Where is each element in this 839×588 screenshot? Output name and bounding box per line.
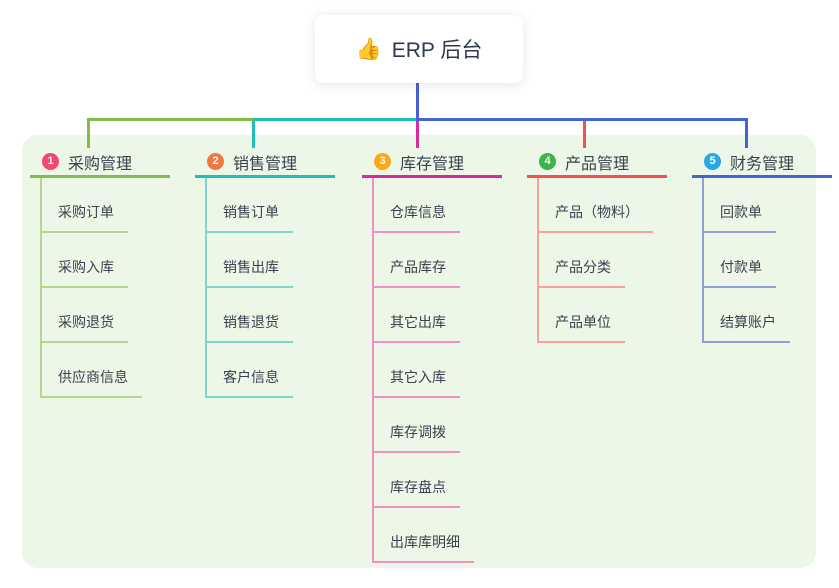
connector-drop-sales xyxy=(252,118,255,148)
branch-title-product[interactable]: 4 产品管理 xyxy=(527,148,667,178)
child-node[interactable]: 供应商信息 xyxy=(40,343,142,398)
branch-children: 仓库信息 产品库存 其它出库 其它入库 库存调拨 库存盘点 出库库明细 xyxy=(362,178,502,563)
child-node[interactable]: 产品库存 xyxy=(372,233,460,288)
child-node[interactable]: 回款单 xyxy=(702,178,776,233)
mindmap-background-panel xyxy=(22,135,816,568)
connector-drop-inventory xyxy=(416,118,419,148)
branch-finance: 5 财务管理 回款单 付款单 结算账户 xyxy=(692,148,832,343)
child-node[interactable]: 销售退货 xyxy=(205,288,293,343)
branch-vline xyxy=(205,178,207,398)
child-node[interactable]: 出库库明细 xyxy=(372,508,474,563)
thumbs-up-icon: 👍 xyxy=(355,37,382,61)
child-node[interactable]: 库存调拨 xyxy=(372,398,460,453)
branch-title-purchase[interactable]: 1 采购管理 xyxy=(30,148,170,178)
root-node-erp[interactable]: 👍 ERP 后台 xyxy=(315,15,523,83)
badge-3: 3 xyxy=(374,153,391,170)
branch-title-label: 财务管理 xyxy=(730,155,795,173)
badge-1: 1 xyxy=(42,153,59,170)
child-node[interactable]: 其它出库 xyxy=(372,288,460,343)
connector-drop-product xyxy=(583,118,586,148)
branch-title-finance[interactable]: 5 财务管理 xyxy=(692,148,832,178)
child-node[interactable]: 销售出库 xyxy=(205,233,293,288)
branch-children: 回款单 付款单 结算账户 xyxy=(692,178,832,343)
badge-2: 2 xyxy=(207,153,224,170)
child-node[interactable]: 结算账户 xyxy=(702,288,790,343)
child-node[interactable]: 仓库信息 xyxy=(372,178,460,233)
connector-bus-green xyxy=(87,118,253,121)
branch-children: 采购订单 采购入库 采购退货 供应商信息 xyxy=(30,178,170,398)
branch-vline xyxy=(40,178,42,398)
branch-children: 销售订单 销售出库 销售退货 客户信息 xyxy=(195,178,335,398)
connector-drop-finance xyxy=(745,118,748,148)
child-node[interactable]: 销售订单 xyxy=(205,178,293,233)
connector-drop-purchase xyxy=(87,118,90,148)
child-node[interactable]: 采购订单 xyxy=(40,178,128,233)
branch-title-label: 库存管理 xyxy=(400,155,465,173)
badge-4: 4 xyxy=(539,153,556,170)
branch-title-label: 采购管理 xyxy=(68,155,133,173)
branch-title-label: 产品管理 xyxy=(565,155,630,173)
branch-inventory: 3 库存管理 仓库信息 产品库存 其它出库 其它入库 库存调拨 库存盘点 出库库… xyxy=(362,148,502,563)
branch-product: 4 产品管理 产品（物料） 产品分类 产品单位 xyxy=(527,148,667,343)
child-node[interactable]: 客户信息 xyxy=(205,343,293,398)
badge-5: 5 xyxy=(704,153,721,170)
branch-vline xyxy=(537,178,539,343)
branch-sales: 2 销售管理 销售订单 销售出库 销售退货 客户信息 xyxy=(195,148,335,398)
branch-title-label: 销售管理 xyxy=(233,155,298,173)
child-node[interactable]: 产品分类 xyxy=(537,233,625,288)
child-node[interactable]: 付款单 xyxy=(702,233,776,288)
branch-vline xyxy=(702,178,704,343)
child-node[interactable]: 采购退货 xyxy=(40,288,128,343)
child-node[interactable]: 其它入库 xyxy=(372,343,460,398)
child-node[interactable]: 产品（物料） xyxy=(537,178,653,233)
branch-purchase: 1 采购管理 采购订单 采购入库 采购退货 供应商信息 xyxy=(30,148,170,398)
branch-children: 产品（物料） 产品分类 产品单位 xyxy=(527,178,667,343)
child-node[interactable]: 采购入库 xyxy=(40,233,128,288)
connector-root-stem xyxy=(416,83,419,121)
root-node-label: ERP 后台 xyxy=(391,39,483,62)
branch-title-inventory[interactable]: 3 库存管理 xyxy=(362,148,502,178)
child-node[interactable]: 产品单位 xyxy=(537,288,625,343)
child-node[interactable]: 库存盘点 xyxy=(372,453,460,508)
branch-vline xyxy=(372,178,374,563)
connector-bus-teal xyxy=(253,118,418,121)
branch-title-sales[interactable]: 2 销售管理 xyxy=(195,148,335,178)
connector-bus-blue xyxy=(418,118,748,121)
